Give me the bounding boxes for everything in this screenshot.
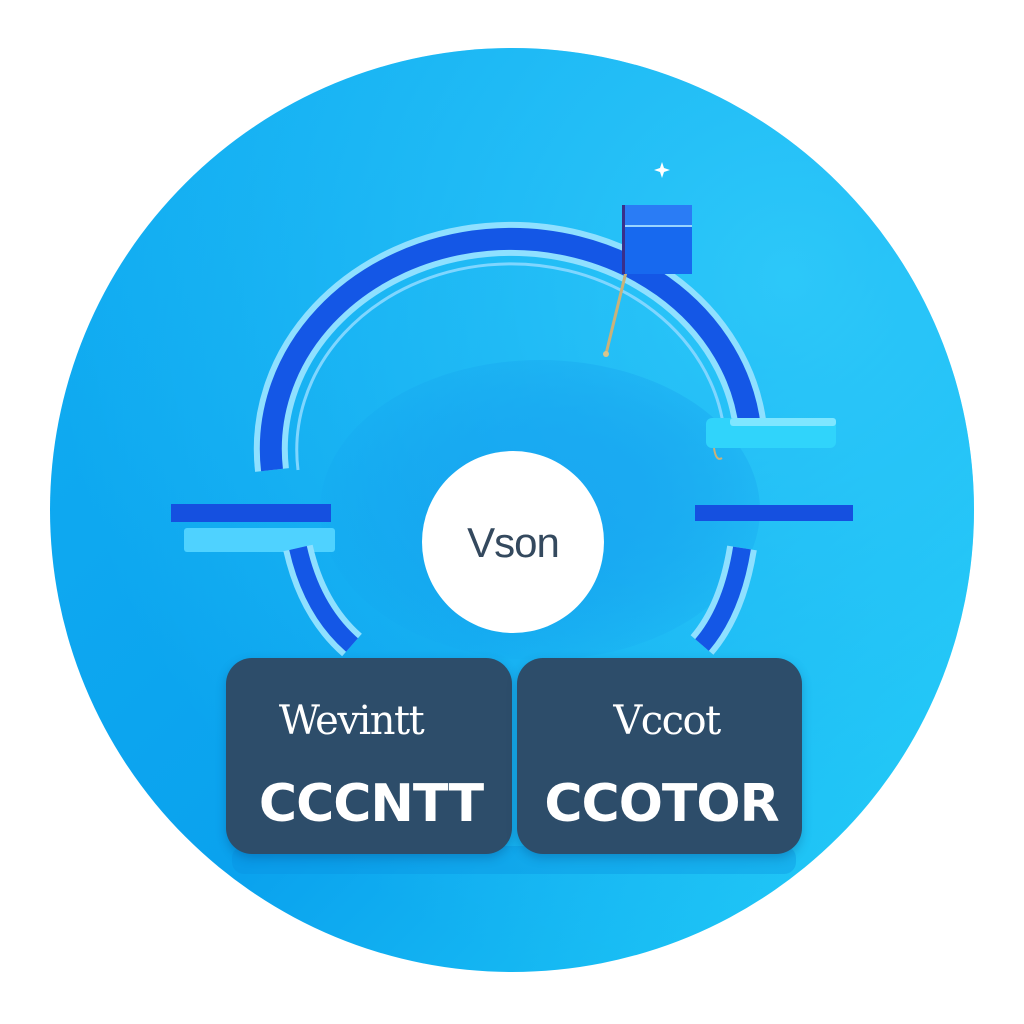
panel-left: Wevintt CCCNTT [226,658,512,854]
panel-right-subtitle: Vccot [613,698,721,744]
ring-inner-line [295,262,726,471]
right-bar-dark [695,505,853,521]
right-connector-top [730,418,836,426]
panel-left-subtitle: Wevintt [278,698,425,744]
left-bar-light [184,528,335,552]
center-label: Vson [467,519,560,566]
ring-arc [259,227,761,472]
panel-left-title: CCCNTT [258,774,484,834]
flag-icon [603,205,692,357]
left-bar-dark [171,504,331,522]
panel-right-title: CCOTOR [544,774,779,834]
sparkle-icon [654,162,670,178]
center-circle [422,451,604,633]
ring-right-lower-dark [695,546,751,651]
ring-left-lower-dark [289,545,359,652]
right-connector-hook [713,447,723,460]
panel-right: Vccot CCOTOR [517,658,802,854]
